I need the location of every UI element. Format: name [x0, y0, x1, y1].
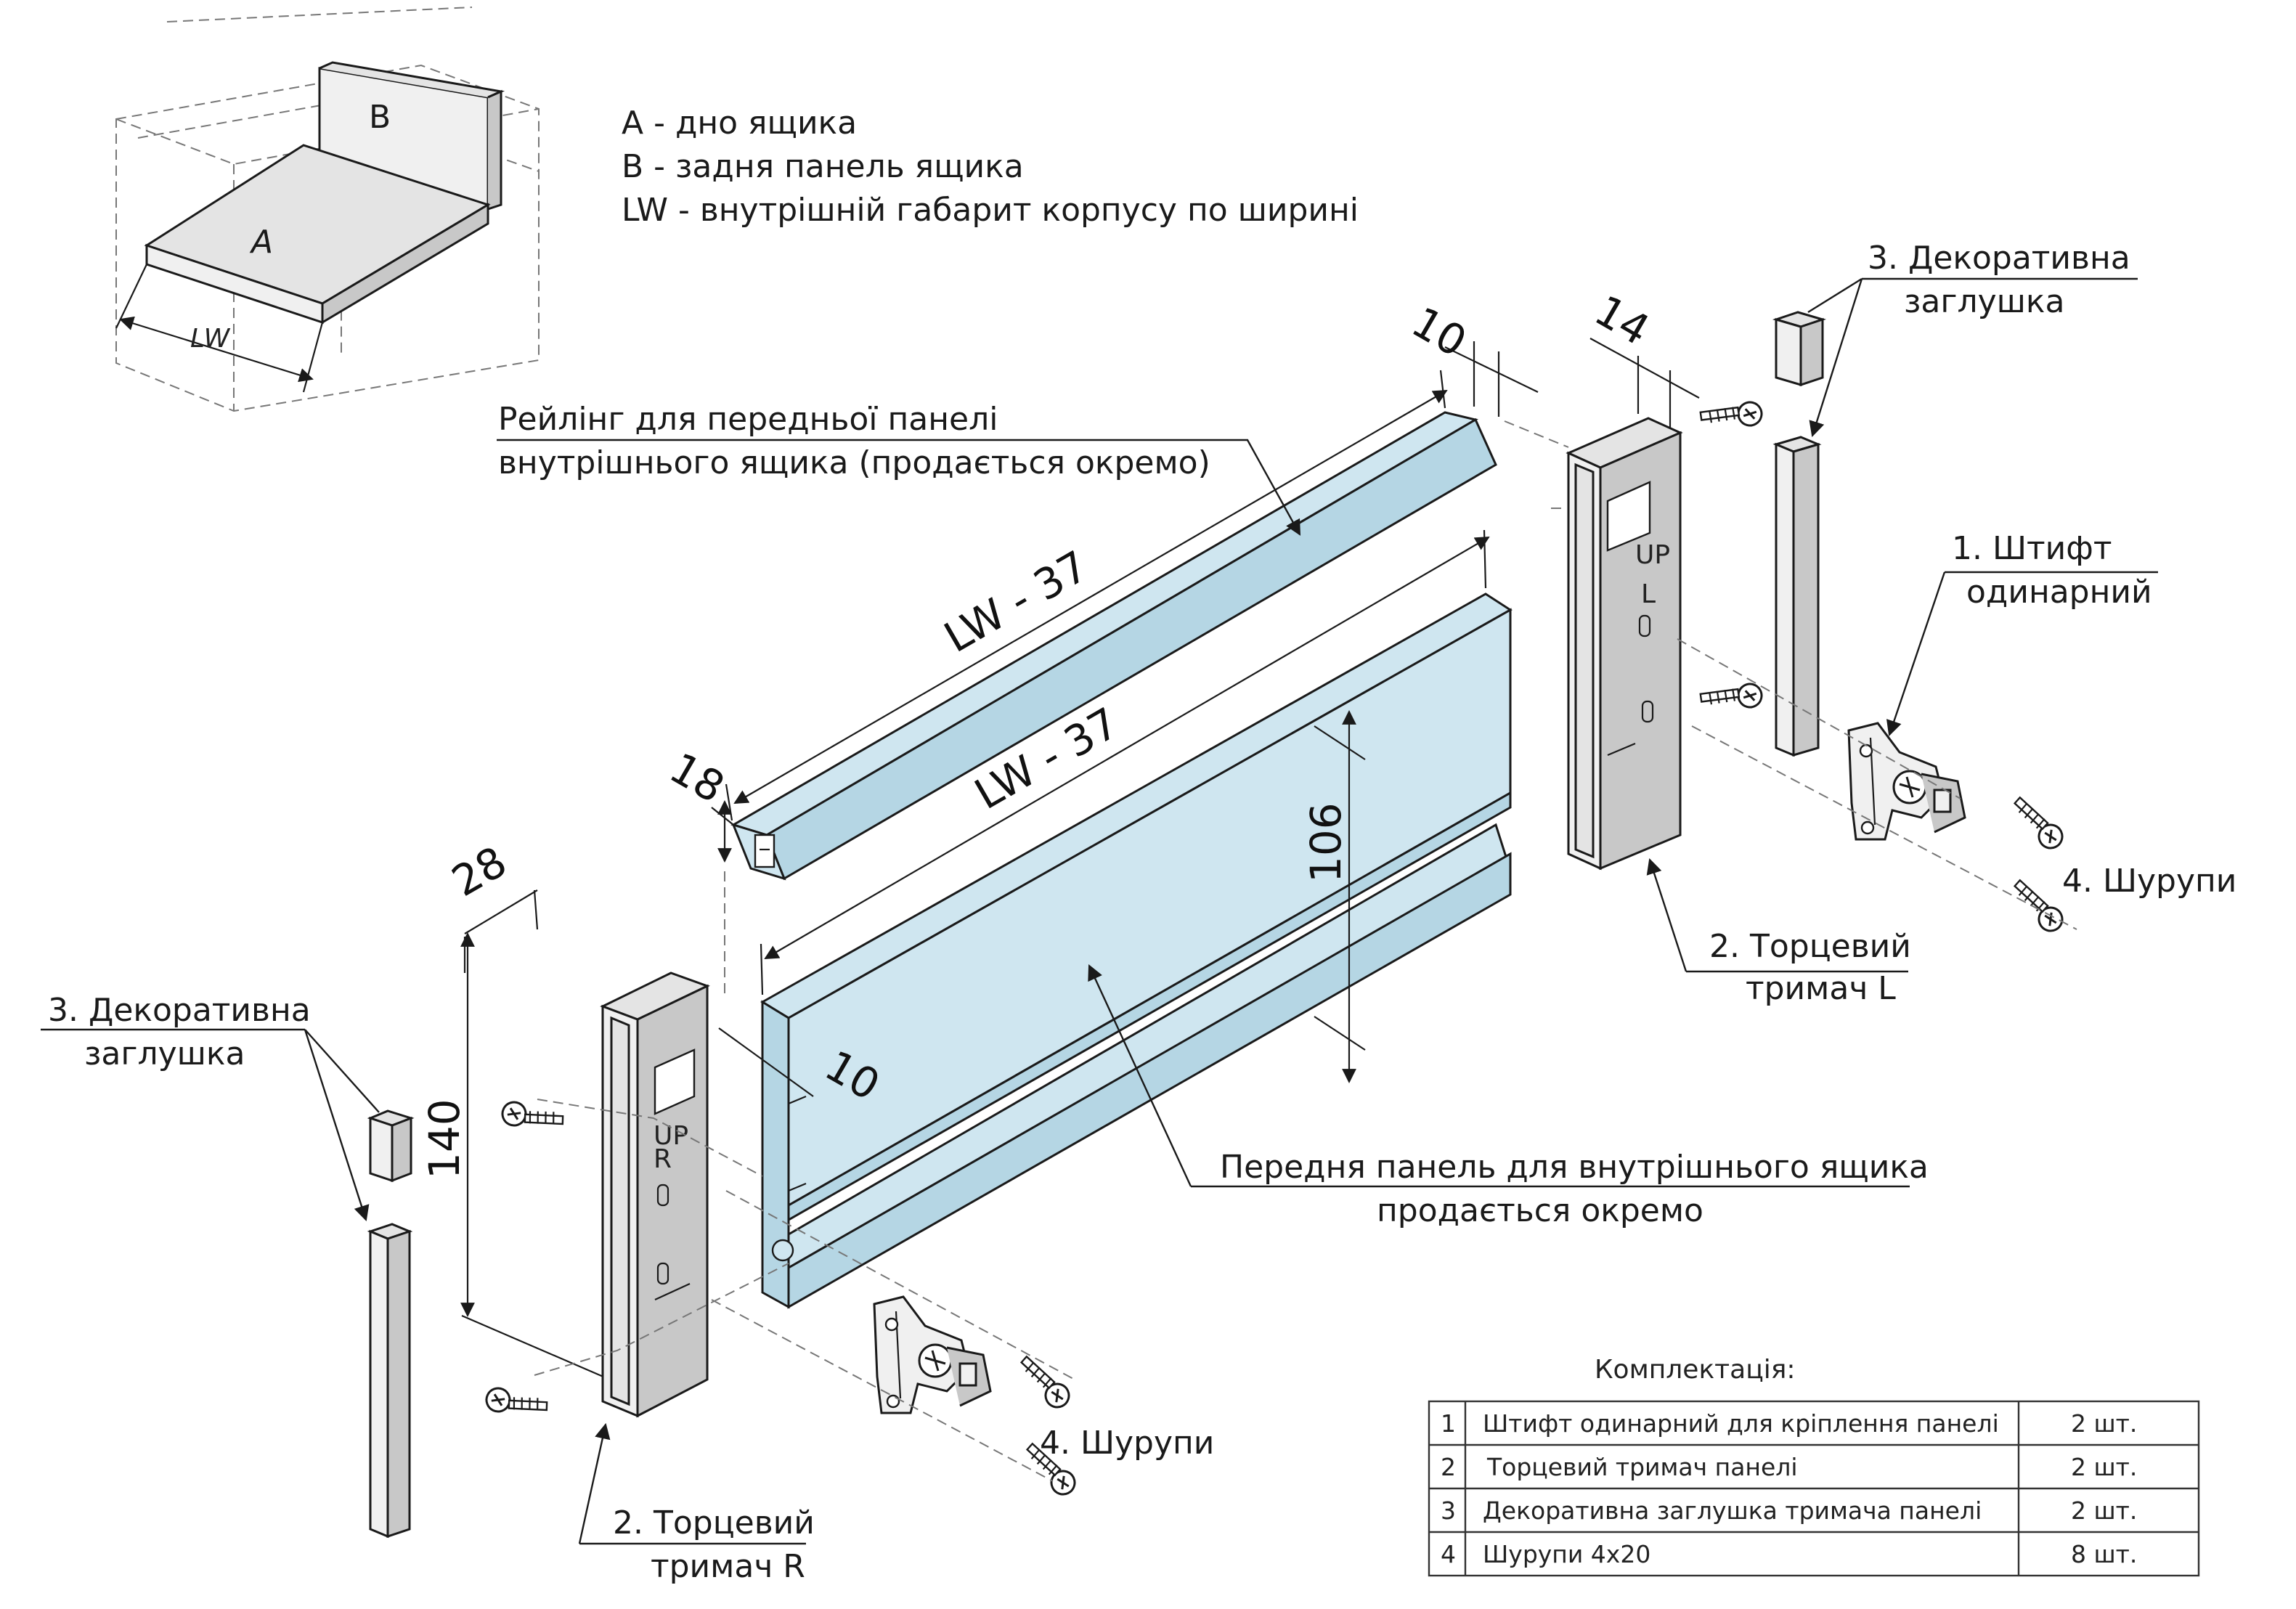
- kit-title: Комплектація:: [1595, 1355, 1796, 1385]
- kit-row-qty: 2 шт.: [2071, 1453, 2137, 1481]
- legend-b: B - задня панель ящика: [622, 148, 1024, 185]
- pin-right-part: [1847, 722, 1966, 841]
- end-holder-r-part: UP R: [600, 971, 710, 1418]
- screw-icon: [1696, 384, 1767, 448]
- kit-row: 2 Торцевий тримач панелі 2 шт.: [1441, 1453, 2137, 1481]
- assembly-axes: [534, 420, 2077, 1482]
- screw-icon: [1009, 1354, 1078, 1412]
- kit-row-qty: 8 шт.: [2071, 1540, 2137, 1568]
- screw-icon: [1696, 666, 1767, 730]
- pin-label-line2: одинарний: [1966, 574, 2152, 611]
- dim-rail-height: 18: [661, 743, 733, 812]
- kit-row-name: Штифт одинарний для кріплення панелі: [1483, 1409, 1999, 1438]
- legend-a: A - дно ящика: [622, 105, 857, 142]
- holder-l-side-mark: L: [1641, 579, 1656, 609]
- kit-table: Комплектація: 1 Штифт одинарний для кріп…: [1428, 1355, 2200, 1577]
- cap-right-label-line2: заглушка: [1904, 283, 2064, 320]
- cap-right-label-line1: 3. Декоративна: [1868, 240, 2130, 277]
- dim-panel-height: 106: [1301, 802, 1351, 883]
- screw-icon: [497, 1086, 567, 1144]
- screws-right-label: 4. Шурупи: [2062, 863, 2236, 900]
- dim-holder-l-depth: 14: [1587, 285, 1658, 355]
- decorative-cap-left-part: [367, 1109, 415, 1539]
- kit-row: 3 Декоративна заглушка тримача панелі 2 …: [1441, 1496, 2137, 1525]
- holder-l-up-mark: UP: [1635, 540, 1670, 570]
- holder-r-label-line1: 2. Торцевий: [613, 1504, 815, 1541]
- screw-icon: [481, 1372, 551, 1430]
- legend: A - дно ящика B - задня панель ящика LW …: [622, 105, 1359, 229]
- reference-box-drawing: B A LW: [115, 7, 540, 412]
- railing-label-line1: Рейлінг для передньої панелі: [498, 401, 998, 438]
- holder-r-up-mark: UP: [654, 1121, 688, 1151]
- kit-row-number: 2: [1441, 1453, 1456, 1481]
- callout-leaders: [41, 277, 2158, 1545]
- kit-row-qty: 2 шт.: [2071, 1496, 2137, 1525]
- kit-row-number: 3: [1441, 1496, 1456, 1525]
- kit-row-qty: 2 шт.: [2071, 1409, 2137, 1438]
- pin-label-line1: 1. Штифт: [1952, 530, 2112, 567]
- kit-row-name: Шурупи 4x20: [1483, 1540, 1650, 1568]
- holder-l-label-line2: тримач L: [1746, 970, 1896, 1007]
- box-label-a: A: [249, 224, 273, 261]
- callout-labels: Рейлінг для передньої панелі внутрішньог…: [48, 240, 2236, 1585]
- box-label-lw: LW: [190, 324, 231, 354]
- railing-label-line2: внутрішнього ящика (продається окремо): [498, 444, 1210, 481]
- screw-icon: [2003, 878, 2072, 936]
- dim-holder-height: 140: [420, 1099, 469, 1179]
- kit-row: 4 Шурупи 4x20 8 шт.: [1441, 1540, 2137, 1568]
- box-label-b: B: [369, 99, 391, 136]
- cap-left-label-line1: 3. Декоративна: [48, 992, 311, 1029]
- kit-row-name: Декоративна заглушка тримача панелі: [1483, 1496, 1982, 1525]
- front-panel-label-line1: Передня панель для внутрішнього ящика: [1220, 1149, 1929, 1186]
- cap-left-label-line2: заглушка: [84, 1035, 245, 1072]
- holder-r-label-line2: тримач R: [651, 1548, 805, 1585]
- kit-row: 1 Штифт одинарний для кріплення панелі 2…: [1441, 1409, 2137, 1438]
- dim-holder-r-depth: 28: [444, 836, 515, 906]
- kit-row-number: 1: [1441, 1409, 1456, 1438]
- kit-row-number: 4: [1441, 1540, 1456, 1568]
- holder-l-label-line1: 2. Торцевий: [1709, 928, 1911, 965]
- pin-bottom-part: [873, 1295, 992, 1414]
- screws-bottom-label: 4. Шурупи: [1040, 1425, 1214, 1462]
- holder-r-side-mark: R: [654, 1144, 672, 1174]
- dimension-lines: [460, 338, 1700, 1381]
- screw-icon: [2003, 795, 2072, 853]
- kit-row-name: Торцевий тримач панелі: [1486, 1453, 1798, 1481]
- end-holder-l-part: UP L: [1566, 417, 1683, 871]
- decorative-cap-right-part: [1772, 311, 1827, 757]
- legend-lw: LW - внутрішній габарит корпусу по ширин…: [622, 192, 1359, 229]
- front-panel-label-line2: продається окремо: [1377, 1192, 1703, 1229]
